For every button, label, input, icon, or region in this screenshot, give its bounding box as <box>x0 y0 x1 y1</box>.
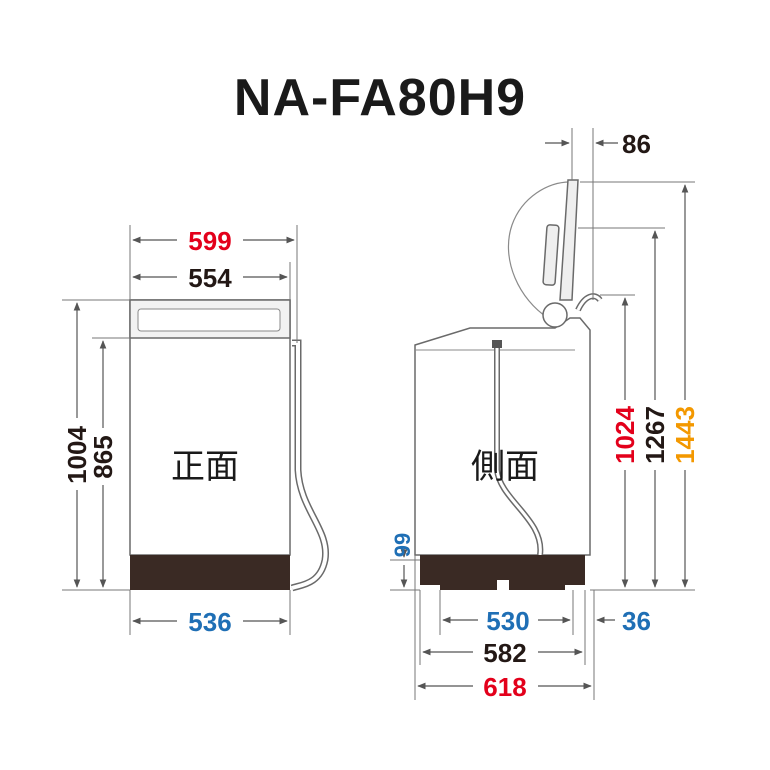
front-top-recess <box>137 308 281 332</box>
side-height-1267: 1267 <box>640 406 670 464</box>
model-title: NA-FA80H9 <box>234 69 526 127</box>
front-view: 599 554 1004 865 536 正面 <box>62 225 330 637</box>
side-lid-handle <box>542 224 560 286</box>
side-hinge <box>542 302 568 328</box>
front-total-height: 1004 <box>62 426 92 484</box>
side-height-1443: 1443 <box>670 406 700 464</box>
front-base <box>130 555 290 590</box>
front-outer-width: 599 <box>188 226 231 256</box>
side-total-depth: 618 <box>483 672 526 702</box>
side-body-depth: 582 <box>483 638 526 668</box>
side-body <box>414 317 591 556</box>
side-view-label: 側面 <box>471 447 539 487</box>
side-view: 側面 86 1024 1267 1443 99 <box>390 128 700 702</box>
front-inner-width: 554 <box>188 263 232 293</box>
side-foot-height: 99 <box>390 533 415 557</box>
side-hose-clip <box>492 340 502 348</box>
front-base-width: 536 <box>188 607 231 637</box>
front-body <box>129 299 291 556</box>
side-base-depth: 530 <box>486 606 529 636</box>
side-base-notch <box>497 580 509 590</box>
side-lid-arc <box>507 181 571 319</box>
front-view-label: 正面 <box>171 447 239 487</box>
side-lid-offset: 86 <box>622 129 651 159</box>
side-lid <box>559 179 579 301</box>
side-height-1024: 1024 <box>610 406 640 464</box>
side-base <box>420 555 585 590</box>
front-body-height: 865 <box>88 435 118 478</box>
side-hose-offset: 36 <box>622 606 651 636</box>
